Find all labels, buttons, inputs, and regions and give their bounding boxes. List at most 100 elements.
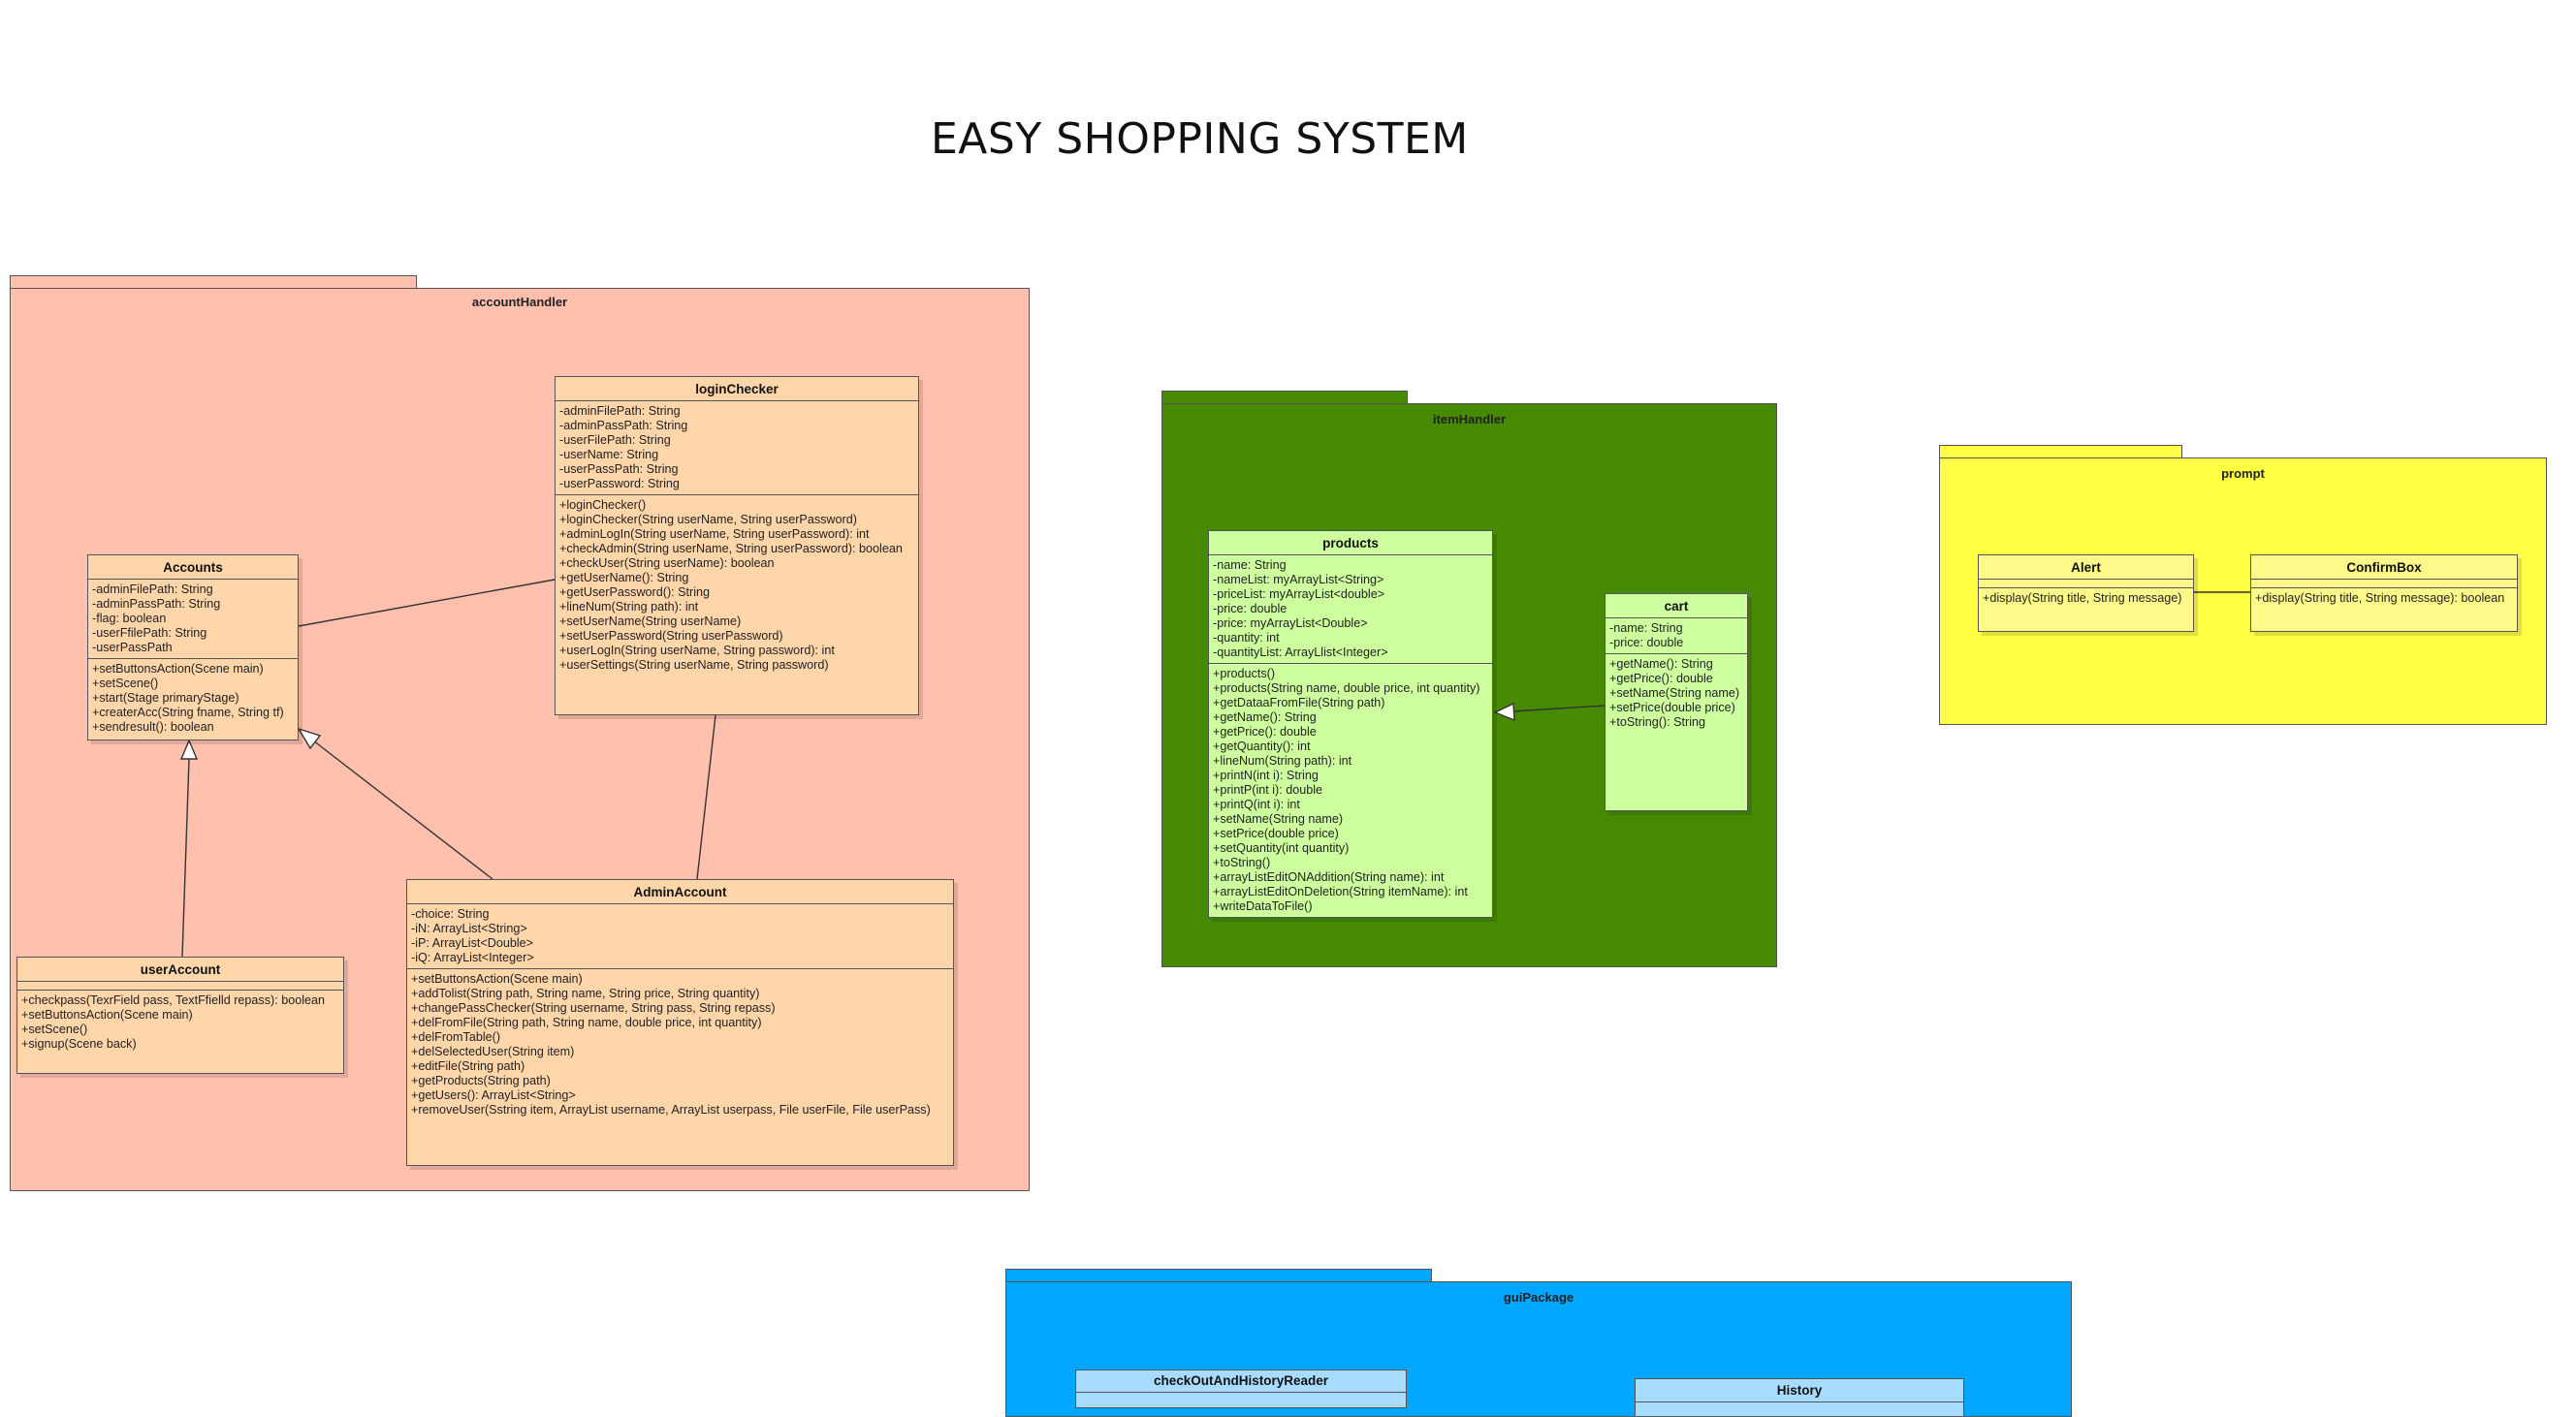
class-alert[interactable]: Alert +display(String title, String mess… [1978, 554, 2194, 632]
class-products[interactable]: products -name: String -nameList: myArra… [1208, 530, 1493, 918]
package-name: prompt [2221, 466, 2265, 481]
operation: +printN(int i): String [1213, 769, 1319, 782]
class-name: loginChecker [556, 377, 918, 401]
attributes: -name: String -price: double [1606, 618, 1747, 654]
attribute: -quantity: int [1213, 631, 1280, 645]
attribute: -userFilePath: String [559, 433, 671, 447]
attribute: -iQ: ArrayList<Integer> [411, 951, 534, 964]
operations: +display(String title, String message): … [2251, 588, 2517, 609]
class-user-account[interactable]: userAccount +checkpass(TexrField pass, T… [16, 957, 344, 1074]
attribute: -quantityList: ArrayLlist<Integer> [1213, 646, 1388, 659]
operation: +setScene() [21, 1023, 88, 1036]
class-accounts[interactable]: Accounts -adminFilePath: String -adminPa… [87, 554, 299, 740]
operation: +setButtonsAction(Scene main) [411, 972, 583, 986]
attribute: -price: double [1213, 602, 1288, 615]
package-name: accountHandler [471, 295, 568, 309]
operation: +addTolist(String path, String name, Str… [411, 987, 760, 1000]
class-name: Accounts [88, 555, 298, 580]
operation: +setButtonsAction(Scene main) [92, 662, 264, 676]
operation: +userLogIn(String userName, String passw… [559, 644, 835, 657]
operation: +checkAdmin(String userName, String user… [559, 542, 903, 555]
class-name: ConfirmBox [2251, 555, 2517, 580]
account-handler-package-tab [10, 275, 417, 289]
operation: +delSelectedUser(String item) [411, 1045, 575, 1058]
operation: +delFromFile(String path, String name, d… [411, 1016, 762, 1029]
operation: +changePassChecker(String username, Stri… [411, 1001, 776, 1015]
gui-package-tab [1005, 1269, 1432, 1282]
class-checkout-and-history-reader[interactable]: checkOutAndHistoryReader [1075, 1370, 1407, 1408]
operation: +setButtonsAction(Scene main) [21, 1008, 193, 1022]
class-name: checkOutAndHistoryReader [1076, 1370, 1406, 1393]
operations: +getName(): String +getPrice(): double +… [1606, 654, 1747, 733]
attribute: -userName: String [559, 448, 659, 461]
attribute: -adminPassPath: String [92, 597, 221, 611]
operation: +lineNum(String path): int [559, 600, 699, 614]
class-name: products [1209, 531, 1492, 555]
attribute: -choice: String [411, 907, 490, 921]
class-history[interactable]: History [1635, 1378, 1964, 1417]
attribute: -userPassPath: String [559, 462, 679, 476]
operation: +getUserPassword(): String [559, 585, 711, 599]
class-cart[interactable]: cart -name: String -price: double +getNa… [1605, 593, 1748, 811]
prompt-package-tab [1939, 445, 2182, 458]
operation: +getName(): String [1213, 710, 1317, 724]
attribute: -name: String [1609, 621, 1683, 635]
attribute: -flag: boolean [92, 612, 167, 625]
diagram-title: EASY SHOPPING SYSTEM [931, 114, 1469, 164]
attributes: -choice: String -iN: ArrayList<String> -… [407, 904, 953, 969]
operation: +adminLogIn(String userName, String user… [559, 527, 870, 541]
attributes: -adminFilePath: String -adminPassPath: S… [88, 580, 298, 659]
operation: +userSettings(String userName, String pa… [559, 658, 829, 672]
operation: +display(String title, String message) [1983, 591, 2182, 605]
operation: +products(String name, double price, int… [1213, 681, 1480, 695]
operation: +setUserPassword(String userPassword) [559, 629, 783, 643]
operation: +start(Stage primaryStage) [92, 691, 239, 705]
operation: +setPrice(double price) [1213, 827, 1339, 840]
operation: +signup(Scene back) [21, 1037, 137, 1051]
operation: +getUsers(): ArrayList<String> [411, 1088, 576, 1102]
class-name: History [1636, 1379, 1963, 1402]
operations: +loginChecker() +loginChecker(String use… [556, 495, 918, 676]
operation: +removeUser(Sstring item, ArrayList user… [411, 1103, 931, 1117]
attribute: -nameList: myArrayList<String> [1213, 573, 1384, 586]
class-admin-account[interactable]: AdminAccount -choice: String -iN: ArrayL… [406, 879, 954, 1166]
operation: +products() [1213, 667, 1276, 680]
operation: +lineNum(String path): int [1213, 754, 1352, 768]
operations: +products() +products(String name, doubl… [1209, 664, 1492, 917]
operations: +display(String title, String message) [1979, 588, 2193, 609]
operation: +setQuantity(int quantity) [1213, 841, 1350, 855]
operation: +getPrice(): double [1213, 725, 1317, 739]
operation: +display(String title, String message): … [2255, 591, 2505, 605]
attribute: -adminPassPath: String [559, 419, 688, 432]
class-name: cart [1606, 594, 1747, 618]
operations: +setButtonsAction(Scene main) +setScene(… [88, 659, 298, 738]
operation: +setName(String name) [1609, 686, 1740, 700]
class-confirm-box[interactable]: ConfirmBox +display(String title, String… [2250, 554, 2518, 632]
class-name: userAccount [17, 958, 343, 982]
attribute: -name: String [1213, 558, 1287, 572]
operation: +arrayListEditONAddition(String name): i… [1213, 870, 1445, 884]
attribute: -adminFilePath: String [559, 404, 681, 418]
attribute: -price: myArrayList<Double> [1213, 616, 1368, 630]
package-name: guiPackage [1503, 1290, 1574, 1305]
attributes: -adminFilePath: String -adminPassPath: S… [556, 401, 918, 495]
operation: +editFile(String path) [411, 1059, 525, 1073]
attribute: -iP: ArrayList<Double> [411, 936, 533, 950]
class-login-checker[interactable]: loginChecker -adminFilePath: String -adm… [555, 376, 919, 715]
attribute: -userPassword: String [559, 477, 680, 490]
operation: +getUserName(): String [559, 571, 689, 584]
attributes: -name: String -nameList: myArrayList<Str… [1209, 555, 1492, 664]
operation: +toString(): String [1609, 715, 1706, 729]
attribute: -adminFilePath: String [92, 583, 213, 596]
operation: +getName(): String [1609, 657, 1713, 671]
operations: +checkpass(TexrField pass, TextFfielld r… [17, 991, 343, 1055]
operation: +arrayListEditOnDeletion(String itemName… [1213, 885, 1468, 898]
attributes [17, 982, 343, 991]
operation: +sendresult(): boolean [92, 720, 214, 734]
operation: +writeDataToFile() [1213, 899, 1313, 913]
operation: +getProducts(String path) [411, 1074, 551, 1087]
attributes [2251, 580, 2517, 588]
attribute: -userFfilePath: String [92, 626, 207, 640]
attribute: -price: double [1609, 636, 1684, 649]
operation: +checkpass(TexrField pass, TextFfielld r… [21, 993, 326, 1007]
